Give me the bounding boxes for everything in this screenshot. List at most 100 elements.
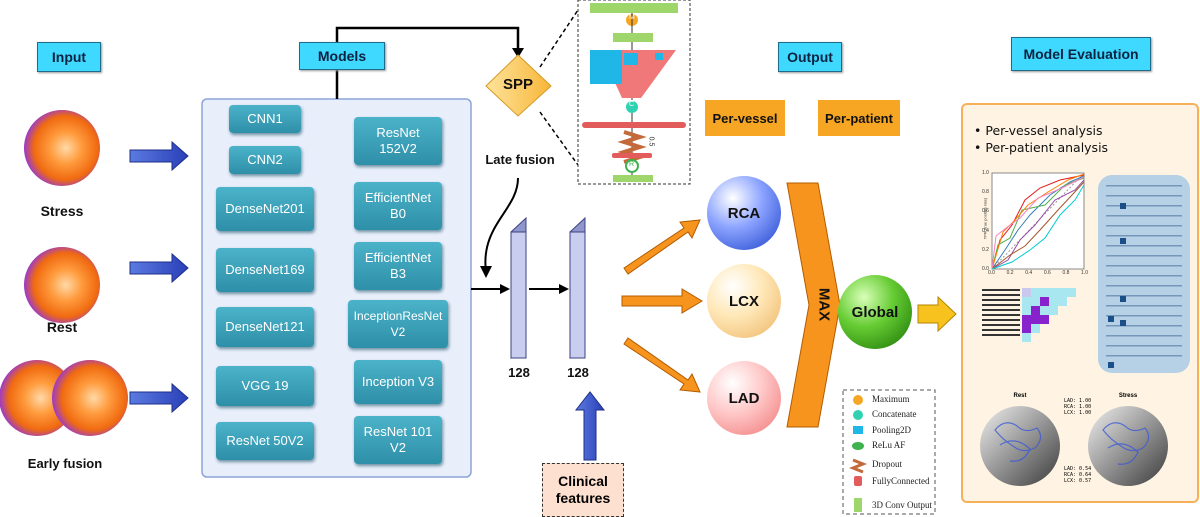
- spp-shape: [485, 54, 552, 117]
- lad-label: LAD: [728, 389, 760, 407]
- layer-1-size: 128: [508, 365, 530, 380]
- inset-dropout-label: 0.5: [647, 136, 655, 147]
- roc-xtick: 0.6: [1043, 270, 1051, 276]
- model-inceptionresnetv2-line2: V2: [390, 325, 406, 339]
- legend-dropout-label: Dropout: [872, 459, 902, 469]
- model-efficientnet-b0-line2: B0: [390, 206, 406, 221]
- model-cnn1: CNN1: [229, 105, 301, 133]
- evaluation-bullets: • Per-vessel analysis • Per-patient anal…: [974, 122, 1108, 156]
- roc-ytick: 0.2: [982, 246, 989, 253]
- roc-xtick: 0.4: [1025, 270, 1033, 276]
- per-patient-header: Per-patient: [818, 100, 900, 136]
- model-efficientnet-b3-line1: EfficientNet: [364, 250, 432, 265]
- legend-relu-label: ReLu AF: [872, 440, 906, 450]
- model-vgg19: VGG 19: [216, 366, 314, 406]
- polar-stress-title: Stress: [1118, 393, 1138, 399]
- model-efficientnet-b0-line1: EfficientNet: [364, 190, 432, 205]
- inset-concatenate-node: [626, 101, 638, 113]
- models-header: Models: [299, 42, 385, 70]
- model-inception-v3: Inception V3: [354, 360, 442, 404]
- roc-xtick: 0.2: [1006, 270, 1014, 276]
- legend-fully-connected: FullyConnected: [872, 476, 930, 486]
- input-arrow-fusion: [129, 382, 189, 414]
- input-arrow-rest: [129, 252, 189, 284]
- model-resnet50v2: ResNet 50V2: [216, 422, 314, 460]
- input-arrow-stress: [129, 140, 189, 172]
- global-to-evaluation-arrow: [917, 295, 957, 333]
- roc-xtick: 0.8: [1062, 270, 1070, 276]
- early-fusion-map-b: [52, 360, 128, 436]
- roc-yticks: 0.0 0.2 0.4 0.6 0.8 1.0: [982, 170, 989, 272]
- stress-polar-plot: [1088, 406, 1168, 486]
- legend-conv-output-label: 3D Conv Output: [872, 500, 933, 510]
- per-vessel-header: Per-vessel: [705, 100, 785, 136]
- bullet-per-patient: • Per-patient analysis: [974, 140, 1109, 155]
- global-sphere: [838, 275, 912, 349]
- model-cnn2: CNN2: [229, 146, 301, 174]
- rest-stat: RCA: 1.00: [1064, 404, 1092, 410]
- max-chevron: [786, 182, 841, 428]
- bullet-per-vessel: • Per-vessel analysis: [974, 123, 1103, 138]
- model-inceptionresnetv2-line1: InceptionResNet: [353, 309, 443, 323]
- lad-sphere: [707, 361, 781, 435]
- inset-c-label: C: [629, 101, 635, 108]
- stress-label: Stress: [40, 203, 84, 219]
- strategy-table: [1098, 175, 1190, 373]
- legend-dropout: Dropout: [872, 459, 902, 469]
- roc-ytick: 0.0: [982, 265, 989, 272]
- triangle-heatmap: [1022, 288, 1076, 342]
- model-resnet101v2-line1: ResNet 101: [363, 424, 433, 439]
- stress-stats: LAD: 0.54 RCA: 0.64 LCX: 0.57: [1064, 466, 1091, 484]
- spp-label: SPP: [502, 76, 533, 93]
- roc-ytick: 0.8: [982, 189, 989, 196]
- legend-maximum-label: Maximum: [872, 394, 910, 404]
- roc-ytick: 0.4: [982, 227, 989, 234]
- stress-polar-map: [24, 110, 100, 186]
- late-fusion-arrow: [484, 177, 519, 273]
- inset-relu-node: [625, 159, 639, 173]
- output-header: Output: [778, 42, 842, 72]
- arrow-to-rca: [623, 219, 701, 275]
- late-fusion-label: Late fusion: [485, 152, 555, 167]
- arrow-to-lcx: [621, 288, 703, 314]
- stress-stat: LAD: 0.54: [1064, 466, 1092, 472]
- layer-2-size: 128: [567, 365, 589, 380]
- legend-pooling2d: Pooling2D: [872, 425, 911, 435]
- roc-ytick: 1.0: [982, 170, 989, 176]
- max-label: MAX: [815, 287, 833, 322]
- legend-pooling2d-label: Pooling2D: [872, 425, 912, 435]
- roc-xtick: 1.0: [1081, 270, 1088, 276]
- clinical-features-line2: features: [555, 490, 611, 506]
- roc-chart: [991, 172, 1085, 270]
- legend-concatenate: Concatenate: [872, 409, 916, 419]
- legend-fully-connected-label: FullyConnected: [872, 476, 930, 486]
- model-densenet169: DenseNet169: [216, 248, 314, 292]
- rca-label: RCA: [727, 204, 761, 222]
- rest-stat: LAD: 1.00: [1064, 398, 1092, 404]
- roc-ytick: 0.6: [982, 208, 989, 215]
- rest-polar-plot: [980, 406, 1060, 486]
- model-resnet152v2-line1: ResNet: [376, 125, 420, 140]
- early-fusion-map-a: [0, 360, 75, 436]
- arrow-to-lad: [623, 337, 701, 393]
- input-header: Input: [37, 42, 101, 72]
- model-densenet201: DenseNet201: [216, 187, 314, 231]
- stress-stat: RCA: 0.64: [1064, 472, 1092, 478]
- model-resnet152v2-line2: 152V2: [379, 141, 417, 156]
- polar-rest-title: Rest: [1013, 393, 1027, 399]
- lcx-sphere: [707, 264, 781, 338]
- early-fusion-label: Early fusion: [27, 456, 103, 471]
- rca-sphere: [707, 176, 781, 250]
- rest-stat: LCX: 1.00: [1064, 410, 1092, 416]
- legend-relu: ReLu AF: [872, 440, 905, 450]
- legend-maximum: Maximum: [872, 394, 910, 404]
- stress-stat: LCX: 0.57: [1064, 478, 1092, 484]
- legend-conv-output: 3D Conv Output: [872, 500, 932, 510]
- roc-xtick: 0.0: [988, 270, 995, 276]
- global-label: Global: [851, 303, 899, 321]
